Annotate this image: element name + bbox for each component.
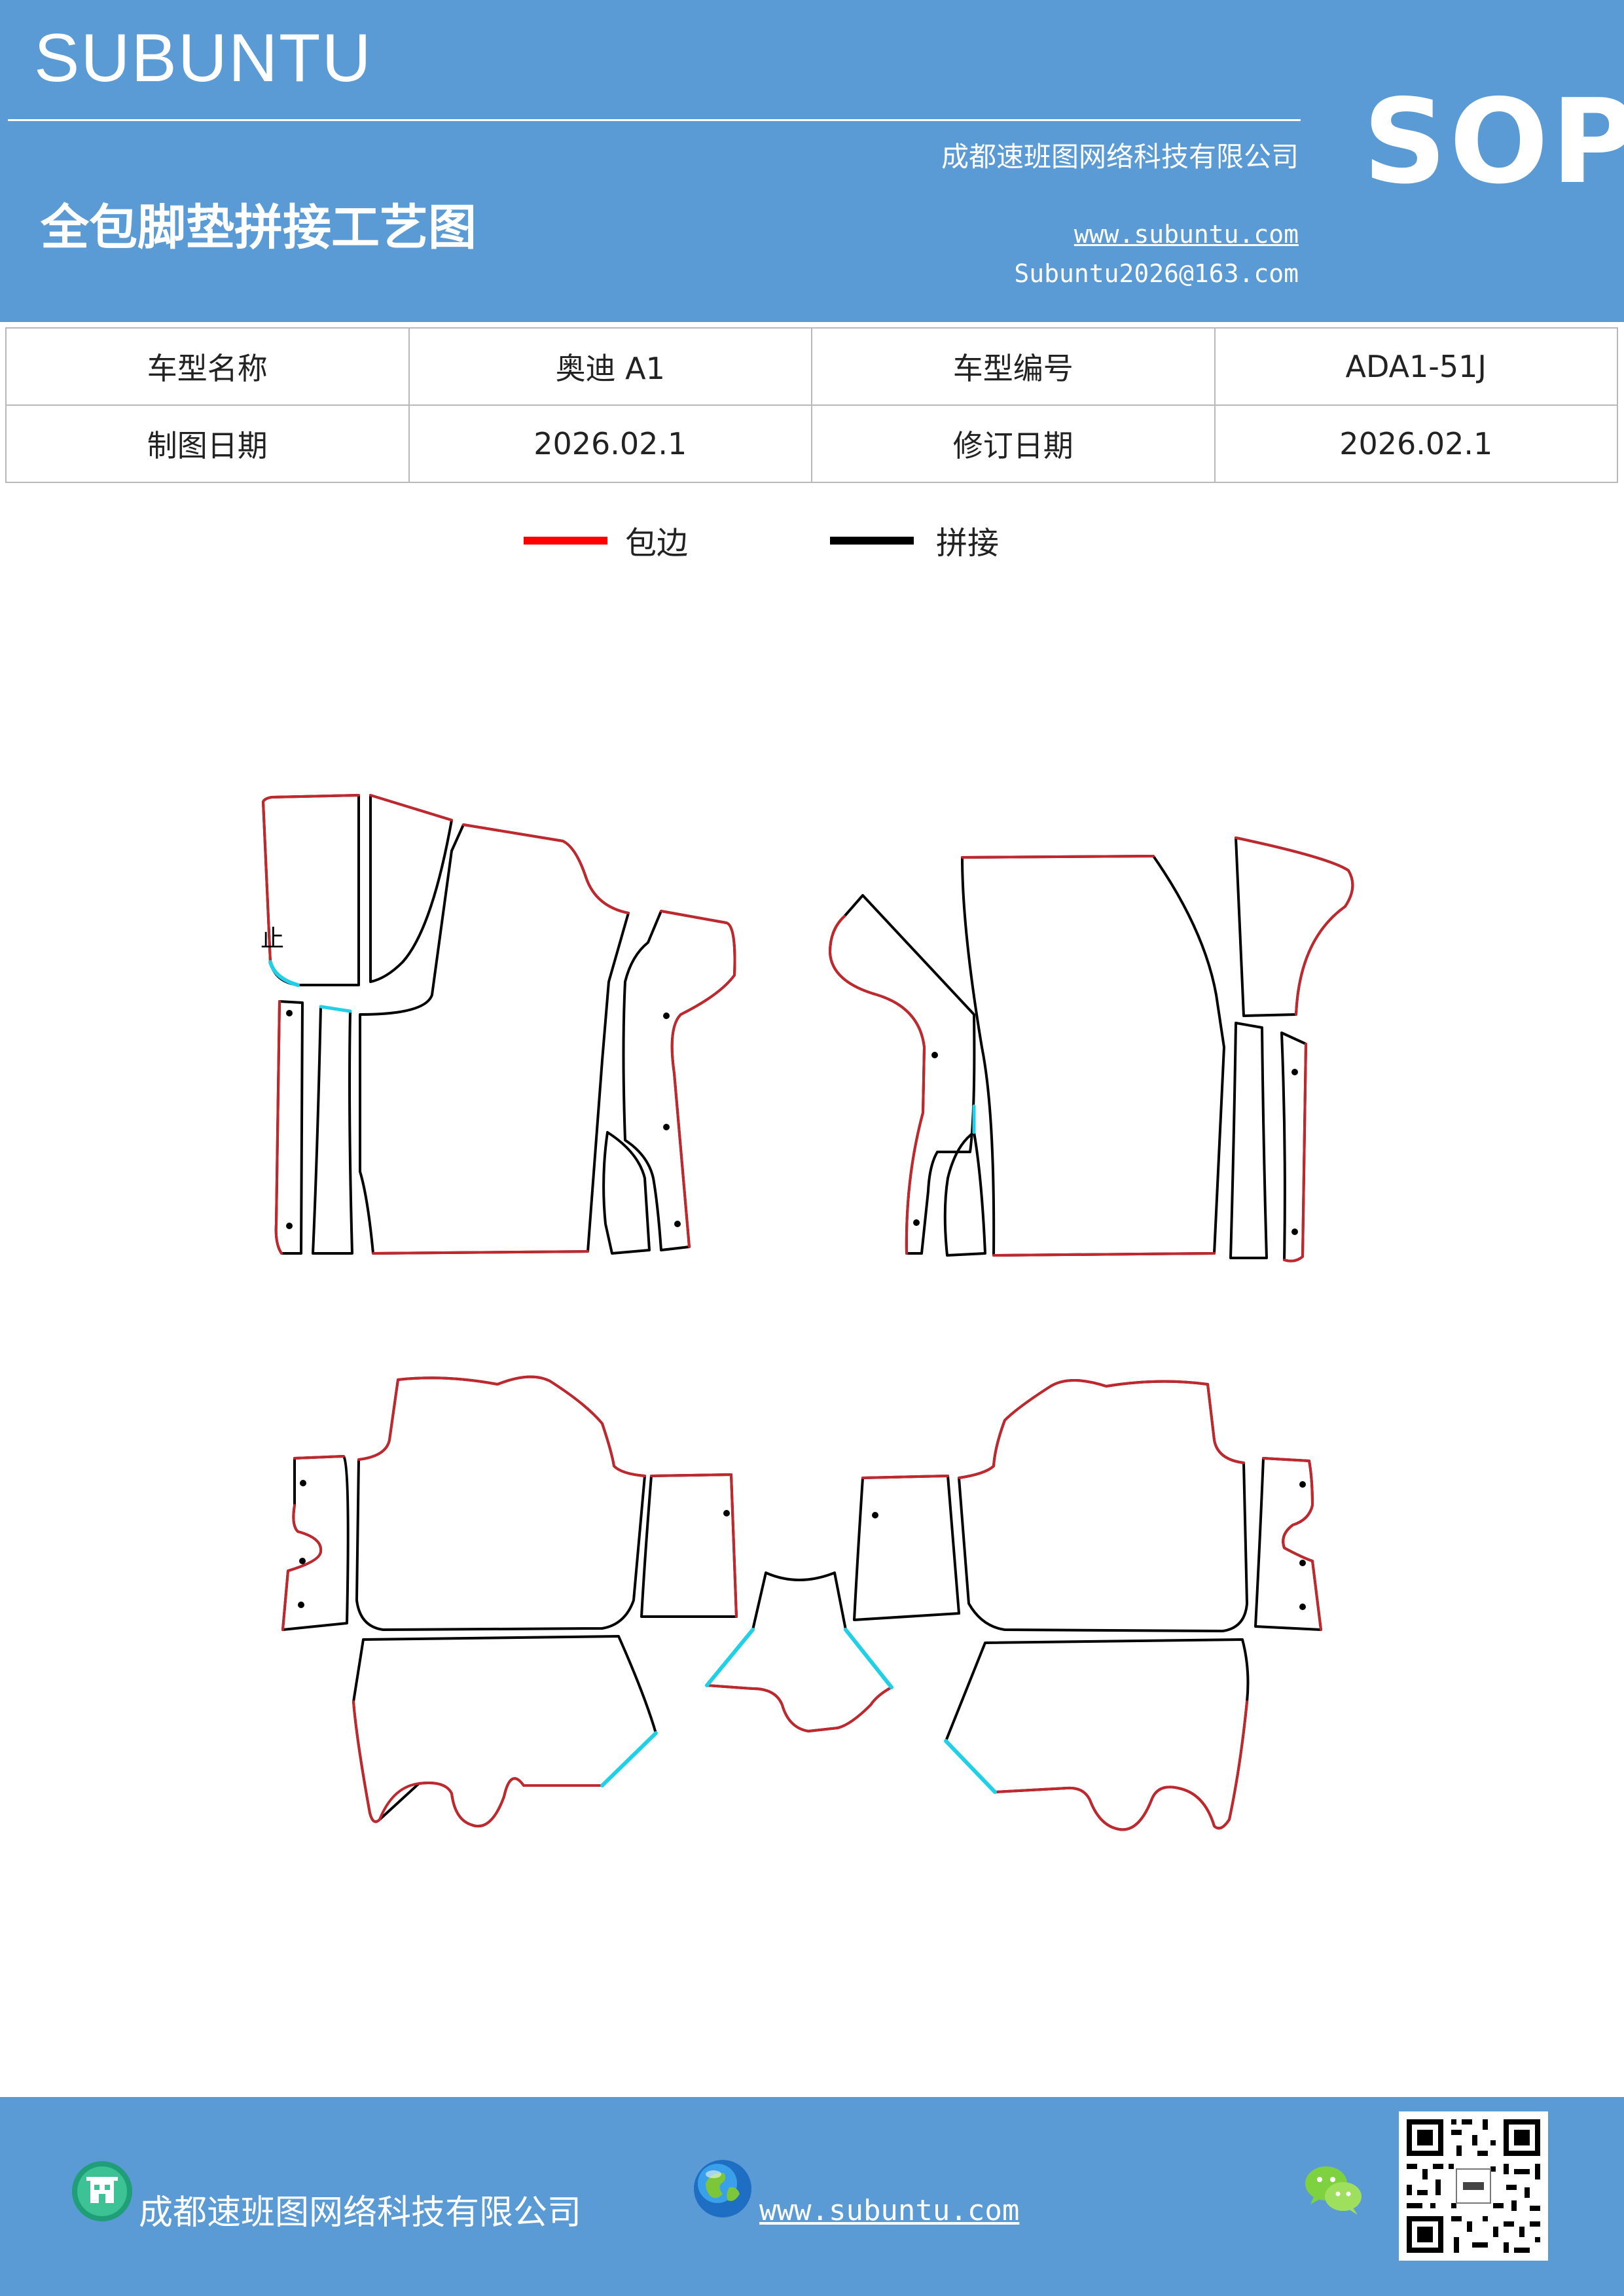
mat-edge (352, 1700, 604, 1828)
footer-website-link[interactable]: www.subuntu.com (759, 2194, 1020, 2227)
mat-piece (961, 855, 1225, 1257)
mat-group-rear (281, 1375, 1322, 1831)
mat-piece (958, 1379, 1248, 1632)
header-banner: SUBUNTU 全包脚垫拼接工艺图 成都速班图网络科技有限公司 www.subu… (0, 0, 1624, 322)
label-model-code: 车型编号 (811, 327, 1216, 406)
mat-edge (357, 1375, 646, 1477)
mark-dot (723, 1510, 730, 1516)
mat-edge (660, 910, 736, 1248)
mat-group-front-right (829, 836, 1354, 1263)
qr-code[interactable] (1399, 2111, 1548, 2261)
label-drawing-date: 制图日期 (5, 404, 410, 483)
globe-icon (694, 2160, 751, 2217)
legend-swatch-black (830, 537, 914, 545)
mat-piece (829, 894, 976, 1255)
email-address[interactable]: Subuntu2026@163.com (1014, 259, 1299, 288)
mat-edge (281, 1504, 323, 1631)
mark-dot (1299, 1481, 1306, 1488)
value-model-name: 奥迪 A1 (408, 327, 812, 406)
mark-dot (300, 1480, 306, 1486)
mat-join-highlight (844, 1628, 893, 1689)
mat-edge (706, 1684, 893, 1732)
mat-piece (281, 1455, 350, 1631)
mark-dot (663, 1013, 670, 1019)
document-title: 全包脚垫拼接工艺图 (41, 200, 477, 256)
mark-dot (1299, 1560, 1306, 1566)
mat-piece (622, 910, 736, 1251)
mat-join-highlight (944, 1739, 997, 1794)
mark-dot (286, 1010, 293, 1016)
sop-label: SOP (1363, 74, 1624, 209)
mark-dot (286, 1223, 293, 1229)
mat-piece (602, 1131, 651, 1255)
mat-piece (1229, 1022, 1268, 1259)
footer-company-name: 成都速班图网络科技有限公司 (139, 2193, 582, 2233)
label-model-name: 车型名称 (5, 327, 410, 406)
mat-join-highlight (319, 1005, 352, 1013)
mark-dot (1291, 1069, 1298, 1075)
legend-label-join: 拼接 (936, 525, 1000, 562)
mat-edge (829, 915, 926, 1255)
mat-join-highlight (268, 960, 300, 987)
website-link[interactable]: www.subuntu.com (1074, 220, 1299, 249)
mat-edge (274, 1000, 283, 1255)
mat-edge (992, 1252, 1216, 1257)
mark-dot (1291, 1229, 1298, 1235)
building-icon (72, 2161, 132, 2221)
legend-swatch-red (524, 537, 607, 545)
mat-edge (958, 1379, 1245, 1479)
mat-edge (462, 823, 630, 914)
mat-edge (372, 1250, 589, 1255)
mat-edge (1235, 836, 1354, 1016)
mat-edge (650, 1473, 738, 1618)
mat-edge (293, 1455, 345, 1460)
label-revision-date: 修订日期 (811, 404, 1216, 483)
mat-piece (853, 1475, 960, 1621)
mat-join-highlight (705, 1628, 755, 1687)
value-drawing-date: 2026.02.1 (408, 404, 812, 483)
mark-dot (913, 1219, 920, 1226)
company-name: 成都速班图网络科技有限公司 (941, 141, 1299, 173)
mark-dot (1299, 1604, 1306, 1610)
value-revision-date: 2026.02.1 (1214, 404, 1618, 483)
mat-edge (861, 1475, 949, 1479)
value-model-code: ADA1-51J (1214, 327, 1618, 406)
mat-piece (369, 794, 453, 983)
mark-dot (931, 1052, 938, 1058)
mark-dot (674, 1221, 681, 1227)
mat-piece (943, 1131, 986, 1257)
mat-group-front-left: 止 (261, 794, 736, 1255)
mat-edge (961, 855, 1155, 859)
mat-piece (355, 1375, 646, 1631)
table-row: 制图日期 2026.02.1 修订日期 2026.02.1 (5, 404, 1618, 483)
brand-name: SUBUNTU (34, 20, 372, 96)
mark-dot (299, 1558, 306, 1564)
mat-edge (262, 794, 360, 963)
mat-edge (994, 1700, 1248, 1831)
mat-edge (1283, 1043, 1307, 1263)
qr-code-pattern (1399, 2111, 1548, 2261)
wechat-icon (1305, 2166, 1362, 2215)
mat-piece (262, 794, 360, 986)
table-row: 车型名称 奥迪 A1 车型编号 ADA1-51J (5, 327, 1618, 406)
mat-join-highlight (600, 1731, 658, 1787)
mat-edge (369, 794, 453, 821)
mark-dot (872, 1512, 878, 1518)
mark-dot (663, 1124, 670, 1130)
mark-dot (298, 1602, 304, 1608)
mat-piece (640, 1473, 738, 1618)
mat-piece (359, 823, 630, 1255)
header-divider (8, 119, 1301, 121)
annotation-stop: 止 (261, 925, 284, 952)
mat-edge (1262, 1457, 1322, 1631)
vehicle-info-table: 车型名称 奥迪 A1 车型编号 ADA1-51J 制图日期 2026.02.1 … (5, 327, 1618, 483)
legend-item-edge: 包边 (524, 517, 740, 583)
legend-label-edge: 包边 (625, 525, 689, 562)
mat-piece (312, 1005, 353, 1255)
legend-item-join: 拼接 (830, 517, 1046, 583)
